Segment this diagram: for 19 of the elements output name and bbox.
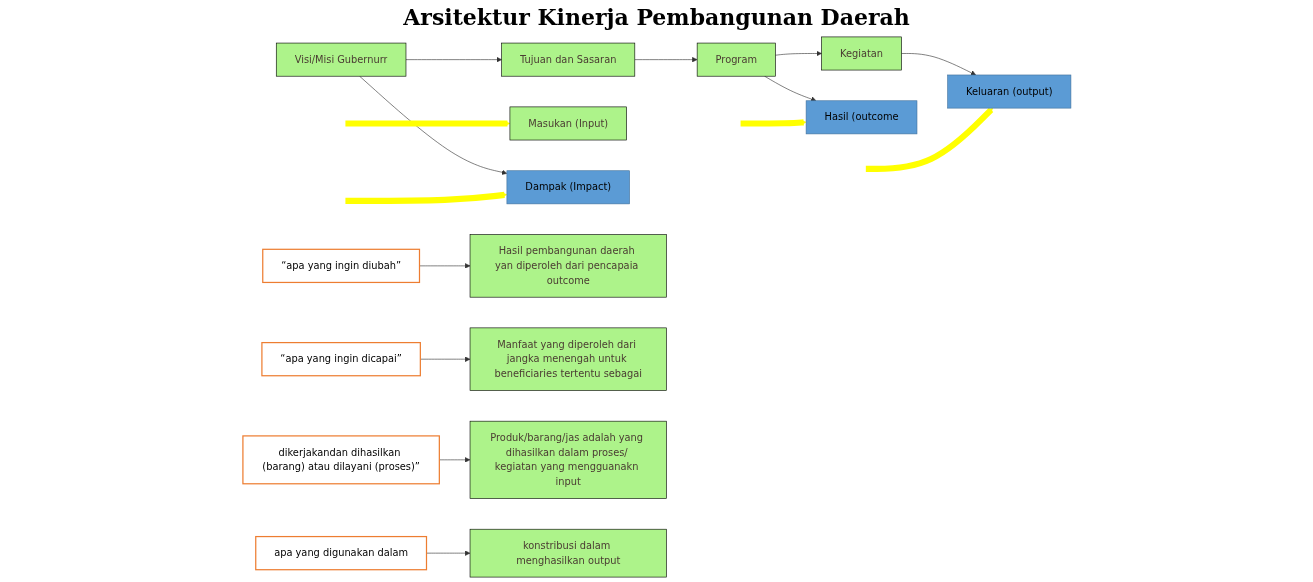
node-box: Manfaat yang diperoleh dari jangka menengah untuk beneficiaries tertentu sebagai xyxy=(469,327,667,391)
node-box: Masukan (Input) xyxy=(509,106,627,141)
node-box: Visi/Misi Gubernurr xyxy=(275,42,406,77)
node-box: Tujuan dan Sasaran xyxy=(500,42,635,77)
node-box: konstribusi dalam menghasilkan output xyxy=(469,528,667,578)
arrow xyxy=(740,119,806,127)
node-box: Hasil (outcome xyxy=(805,100,917,135)
node-box: Hasil pembangunan daerah yan diperoleh dari pencapaia outcome xyxy=(469,234,667,298)
node-box: Keluaran (output) xyxy=(946,74,1071,109)
node-box: dikerjakandan dihasilkan (barang) atau dilayani (proses)” xyxy=(241,435,440,485)
node-box: Dampak (Impact) xyxy=(506,170,630,205)
node-box: Kegiatan xyxy=(820,36,902,71)
node-box: apa yang digunakan dalam xyxy=(254,535,427,571)
node-box: “apa yang ingin diubah” xyxy=(261,248,420,284)
node-box: Program xyxy=(696,42,776,77)
node-box: “apa yang ingin dicapai” xyxy=(260,342,421,377)
node-box: Produk/barang/jas adalah yang dihasilkan dalam proses/ kegiatan yang mengguanakn input xyxy=(469,420,667,499)
arrow xyxy=(865,107,993,172)
diagram-title: Arsitektur Kinerja Pembangunan Daerah xyxy=(403,4,910,30)
